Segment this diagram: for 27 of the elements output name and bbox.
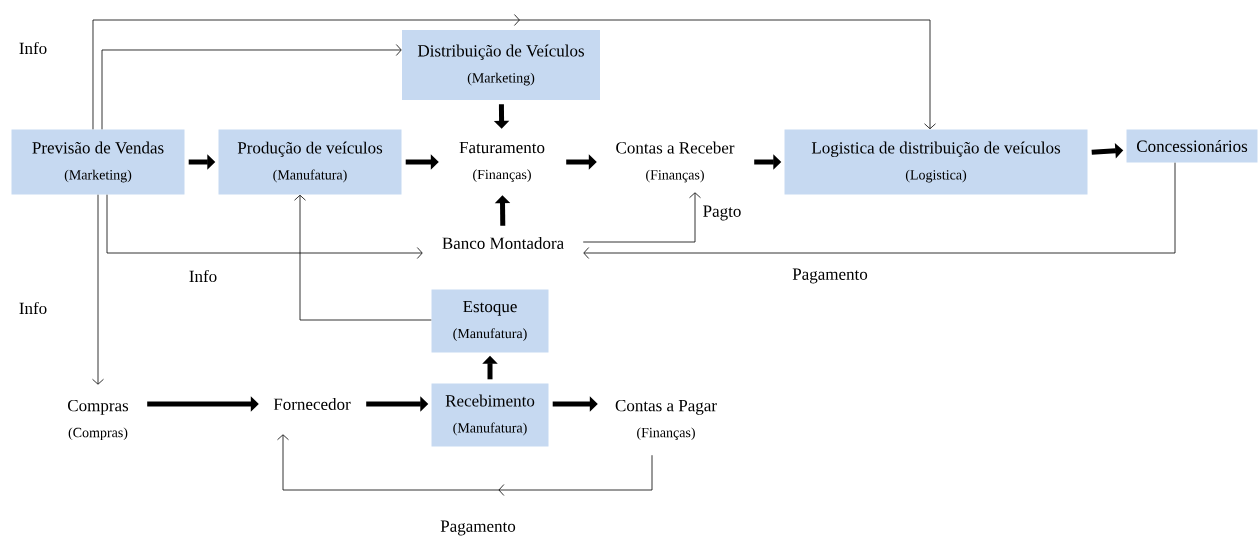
process-box: Concessionários xyxy=(1126,129,1258,163)
process-text: Contas a Pagar (Finanças) xyxy=(615,399,717,441)
edge-label: Pagamento xyxy=(439,519,517,537)
arrow xyxy=(294,194,432,321)
arrow xyxy=(92,14,936,130)
process-box: Distribuição de Veículos (Marketing) xyxy=(402,30,600,100)
process-text: Fornecedor xyxy=(273,398,351,410)
edge-label: Pagamento xyxy=(791,267,869,285)
arrow xyxy=(582,192,701,243)
process-text: Compras (Compras) xyxy=(68,399,129,441)
process-text: Banco Montadora xyxy=(442,237,564,249)
process-text: Contas a Receber (Finanças) xyxy=(616,141,735,183)
arrow xyxy=(277,434,653,496)
edge-label: Pagto xyxy=(701,204,743,222)
process-box: Recebimento (Manufatura) xyxy=(431,383,549,447)
process-box: Previsão de Vendas (Marketing) xyxy=(11,129,185,195)
info-label: Info xyxy=(189,269,217,283)
process-box: Produção de veículos (Manufatura) xyxy=(218,129,402,195)
arrow xyxy=(101,44,402,130)
arrow xyxy=(92,194,104,385)
info-label: Info xyxy=(19,301,47,315)
info-label: Info xyxy=(19,41,47,55)
arrow xyxy=(583,162,1176,259)
process-text: Faturamento (Finanças) xyxy=(459,141,545,183)
process-box: Logistica de distribuição de veículos (Logistica) xyxy=(784,129,1088,195)
arrow xyxy=(106,194,423,259)
process-box: Estoque (Manufatura) xyxy=(431,289,549,353)
